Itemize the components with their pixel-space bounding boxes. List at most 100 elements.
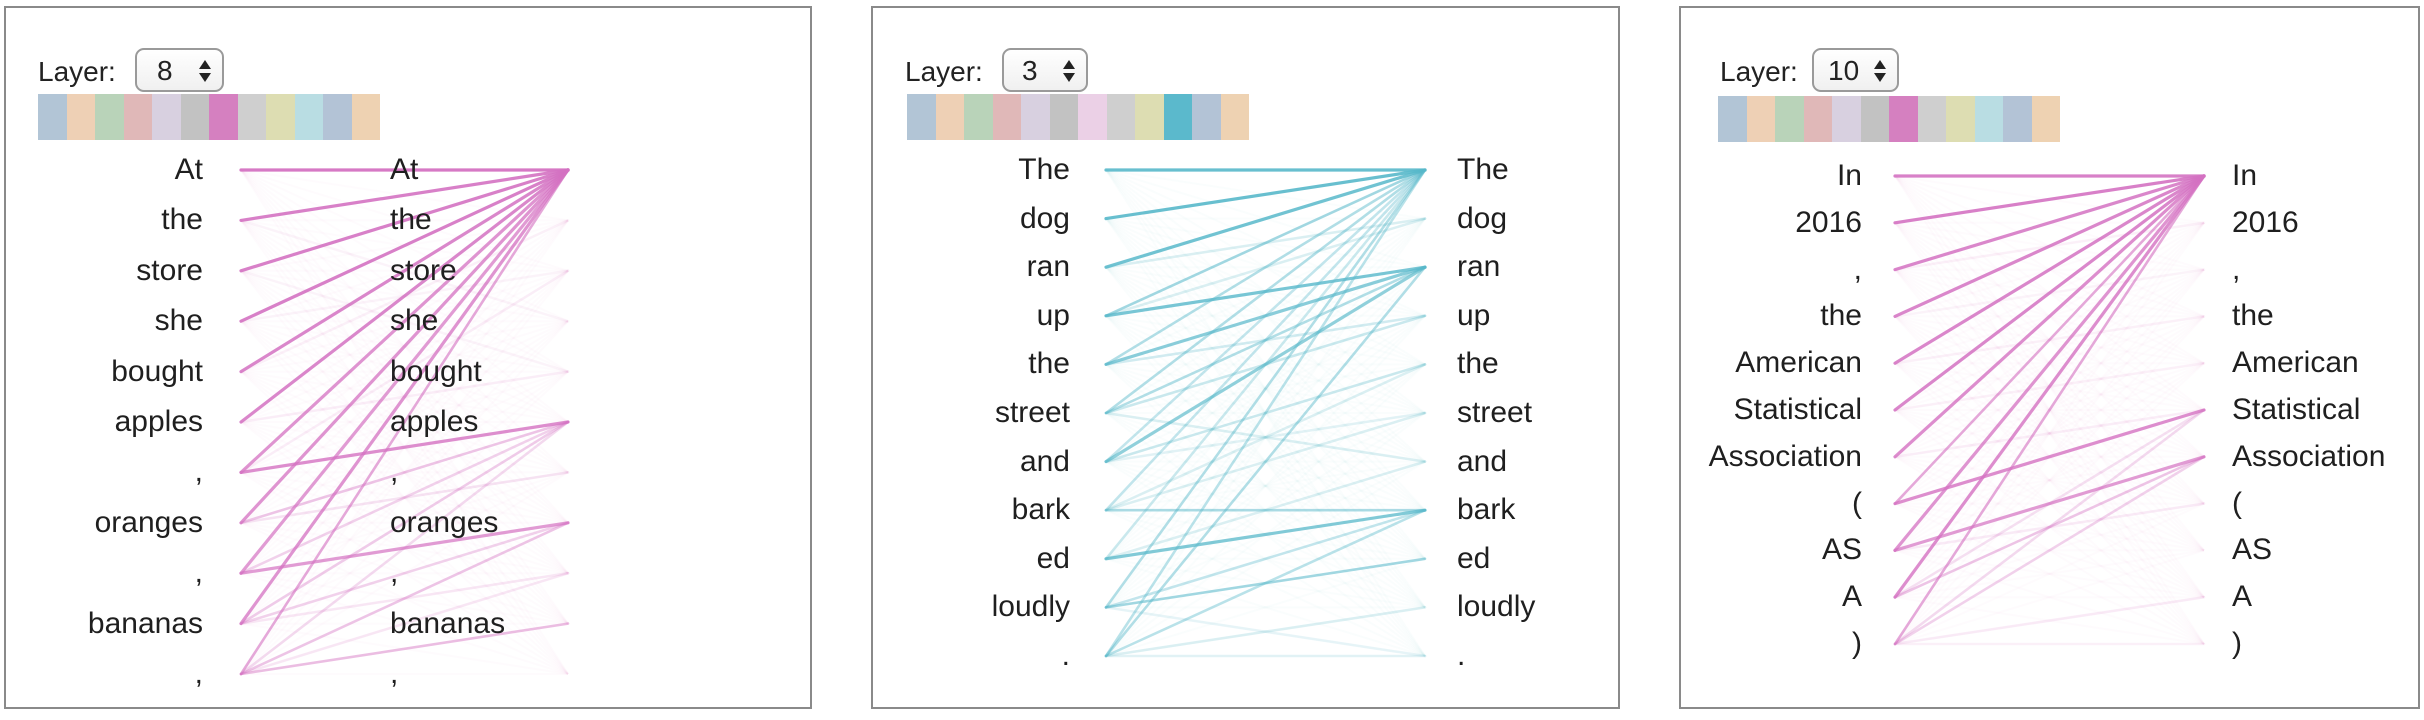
left-token[interactable]: the: [1028, 347, 1070, 381]
head-swatch-1[interactable]: [66, 94, 95, 140]
head-swatch-10[interactable]: [2003, 96, 2032, 142]
left-token[interactable]: and: [1019, 444, 1070, 478]
head-swatch-5[interactable]: [1049, 94, 1078, 140]
right-token[interactable]: Statistical: [2232, 393, 2361, 426]
right-token[interactable]: AS: [2232, 533, 2273, 567]
right-token[interactable]: ,: [390, 455, 399, 489]
right-token[interactable]: (: [2232, 486, 2242, 520]
right-token[interactable]: Association: [2232, 439, 2386, 473]
head-swatch-10[interactable]: [1192, 94, 1221, 140]
head-swatch-6[interactable]: [209, 94, 238, 140]
right-token[interactable]: loudly: [1457, 590, 1536, 624]
layer-select[interactable]: 3: [1002, 48, 1088, 92]
right-token[interactable]: oranges: [390, 505, 499, 539]
head-swatch-9[interactable]: [1974, 96, 2003, 142]
head-swatch-3[interactable]: [123, 94, 152, 140]
head-swatch-2[interactable]: [1775, 96, 1804, 142]
left-token[interactable]: 2016: [1795, 205, 1862, 239]
head-swatch-1[interactable]: [1746, 96, 1775, 142]
left-token[interactable]: street: [994, 396, 1070, 429]
head-swatch-0[interactable]: [38, 94, 67, 140]
head-swatch-8[interactable]: [1135, 94, 1164, 140]
right-token[interactable]: street: [1457, 396, 1533, 429]
head-swatch-5[interactable]: [180, 94, 209, 140]
right-token[interactable]: ed: [1457, 541, 1491, 575]
right-token[interactable]: store: [390, 253, 457, 287]
left-token[interactable]: Association: [1708, 439, 1862, 473]
left-token[interactable]: ,: [1853, 252, 1862, 286]
right-token[interactable]: A: [2232, 580, 2253, 614]
left-token[interactable]: the: [1820, 299, 1862, 333]
right-token[interactable]: the: [2232, 299, 2274, 333]
left-token[interactable]: loudly: [991, 590, 1070, 624]
left-token[interactable]: ): [1852, 627, 1862, 660]
head-swatch-2[interactable]: [964, 94, 993, 140]
left-token[interactable]: dog: [1019, 201, 1070, 235]
right-token[interactable]: 2016: [2232, 205, 2299, 239]
head-swatch-11[interactable]: [351, 94, 380, 140]
right-token[interactable]: In: [2232, 159, 2258, 192]
right-token[interactable]: the: [1457, 347, 1499, 381]
left-token[interactable]: bought: [111, 354, 203, 388]
left-token[interactable]: .: [1061, 639, 1070, 672]
right-token[interactable]: ,: [390, 556, 399, 590]
head-swatch-6[interactable]: [1078, 94, 1107, 140]
right-token[interactable]: she: [390, 304, 439, 338]
head-swatch-9[interactable]: [1163, 94, 1192, 140]
left-token[interactable]: Statistical: [1733, 393, 1862, 426]
head-swatch-7[interactable]: [237, 94, 266, 140]
right-token[interactable]: American: [2232, 346, 2359, 380]
left-token[interactable]: A: [1841, 580, 1862, 614]
right-token[interactable]: up: [1457, 298, 1491, 332]
right-token[interactable]: At: [390, 153, 419, 186]
right-token[interactable]: dog: [1457, 201, 1508, 235]
left-token[interactable]: apples: [114, 405, 203, 438]
right-token[interactable]: ): [2232, 627, 2242, 660]
right-token[interactable]: bananas: [390, 606, 506, 640]
right-token[interactable]: and: [1457, 444, 1508, 478]
head-swatch-6[interactable]: [1889, 96, 1918, 142]
layer-select[interactable]: 8: [135, 48, 224, 92]
head-swatch-7[interactable]: [1917, 96, 1946, 142]
right-token[interactable]: The: [1457, 153, 1509, 186]
left-token[interactable]: ,: [194, 455, 203, 489]
head-swatch-10[interactable]: [323, 94, 352, 140]
left-token[interactable]: the: [161, 203, 203, 237]
left-token[interactable]: oranges: [94, 505, 203, 539]
head-swatch-4[interactable]: [152, 94, 181, 140]
left-token[interactable]: ed: [1036, 541, 1070, 575]
head-swatch-4[interactable]: [1832, 96, 1861, 142]
left-token[interactable]: ,: [194, 657, 203, 690]
left-token[interactable]: (: [1852, 486, 1862, 520]
right-token[interactable]: .: [1457, 639, 1466, 672]
right-token[interactable]: bark: [1457, 493, 1516, 527]
head-swatch-11[interactable]: [1220, 94, 1249, 140]
head-swatch-9[interactable]: [294, 94, 323, 140]
head-swatch-11[interactable]: [2031, 96, 2060, 142]
right-token[interactable]: the: [390, 203, 432, 237]
left-token[interactable]: At: [174, 153, 203, 186]
left-token[interactable]: The: [1018, 153, 1070, 186]
head-swatch-4[interactable]: [1021, 94, 1050, 140]
head-swatch-5[interactable]: [1860, 96, 1889, 142]
head-swatch-1[interactable]: [935, 94, 964, 140]
head-swatch-0[interactable]: [1718, 96, 1747, 142]
left-token[interactable]: In: [1836, 159, 1862, 192]
layer-select[interactable]: 10: [1812, 48, 1899, 92]
left-token[interactable]: ,: [194, 556, 203, 590]
right-token[interactable]: ran: [1457, 250, 1501, 284]
head-swatch-3[interactable]: [992, 94, 1021, 140]
left-token[interactable]: she: [154, 304, 203, 338]
left-token[interactable]: bananas: [87, 606, 203, 640]
left-token[interactable]: American: [1735, 346, 1862, 380]
head-swatch-2[interactable]: [95, 94, 124, 140]
left-token[interactable]: ran: [1026, 250, 1070, 284]
right-token[interactable]: apples: [390, 405, 479, 438]
head-swatch-8[interactable]: [1946, 96, 1975, 142]
left-token[interactable]: up: [1036, 298, 1070, 332]
head-swatch-3[interactable]: [1803, 96, 1832, 142]
right-token[interactable]: ,: [2232, 252, 2241, 286]
head-swatch-7[interactable]: [1106, 94, 1135, 140]
left-token[interactable]: bark: [1011, 493, 1070, 527]
left-token[interactable]: store: [136, 253, 203, 287]
